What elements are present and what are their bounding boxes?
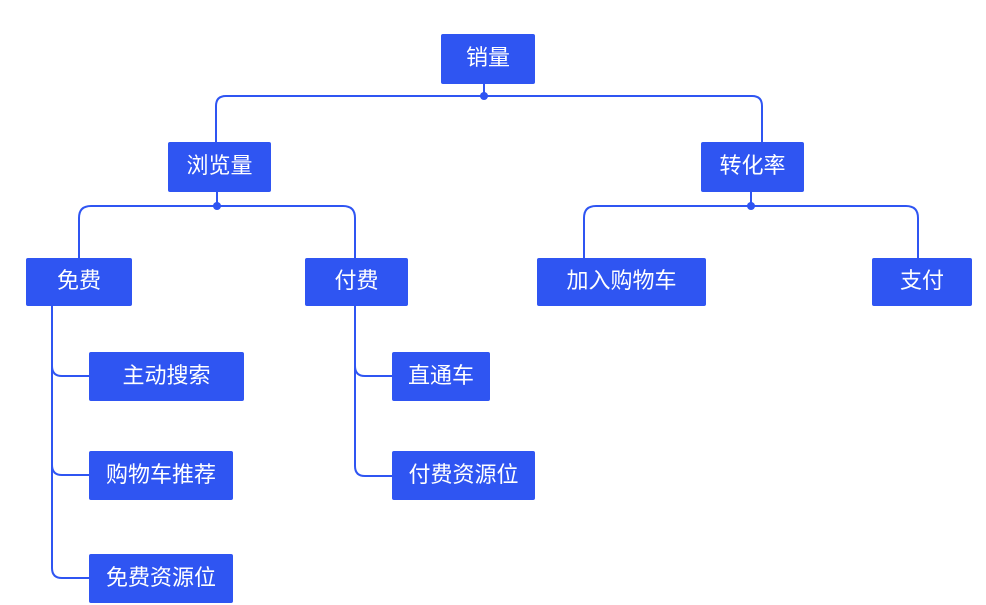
connector-paid-children [354, 306, 392, 477]
connector-root-children [215, 95, 763, 146]
node-add-to-cart: 加入购物车 [537, 258, 706, 306]
node-conversion: 转化率 [701, 142, 804, 192]
node-root: 销量 [441, 34, 535, 84]
node-traffic: 浏览量 [168, 142, 271, 192]
node-paid-resource: 付费资源位 [392, 451, 535, 500]
connector-traffic-children [78, 205, 356, 258]
node-cart-recommend: 购物车推荐 [89, 451, 233, 500]
node-free-resource: 免费资源位 [89, 554, 233, 603]
junction-dot-root [480, 92, 488, 100]
node-paid: 付费 [305, 258, 408, 306]
node-payment: 支付 [872, 258, 972, 306]
junction-dot-traffic [213, 202, 221, 210]
node-free: 免费 [26, 258, 132, 306]
connector-conversion-children [583, 205, 919, 258]
node-express-car: 直通车 [392, 352, 490, 401]
connector-free-children [51, 306, 89, 579]
junction-dot-conversion [747, 202, 755, 210]
node-active-search: 主动搜索 [89, 352, 244, 401]
